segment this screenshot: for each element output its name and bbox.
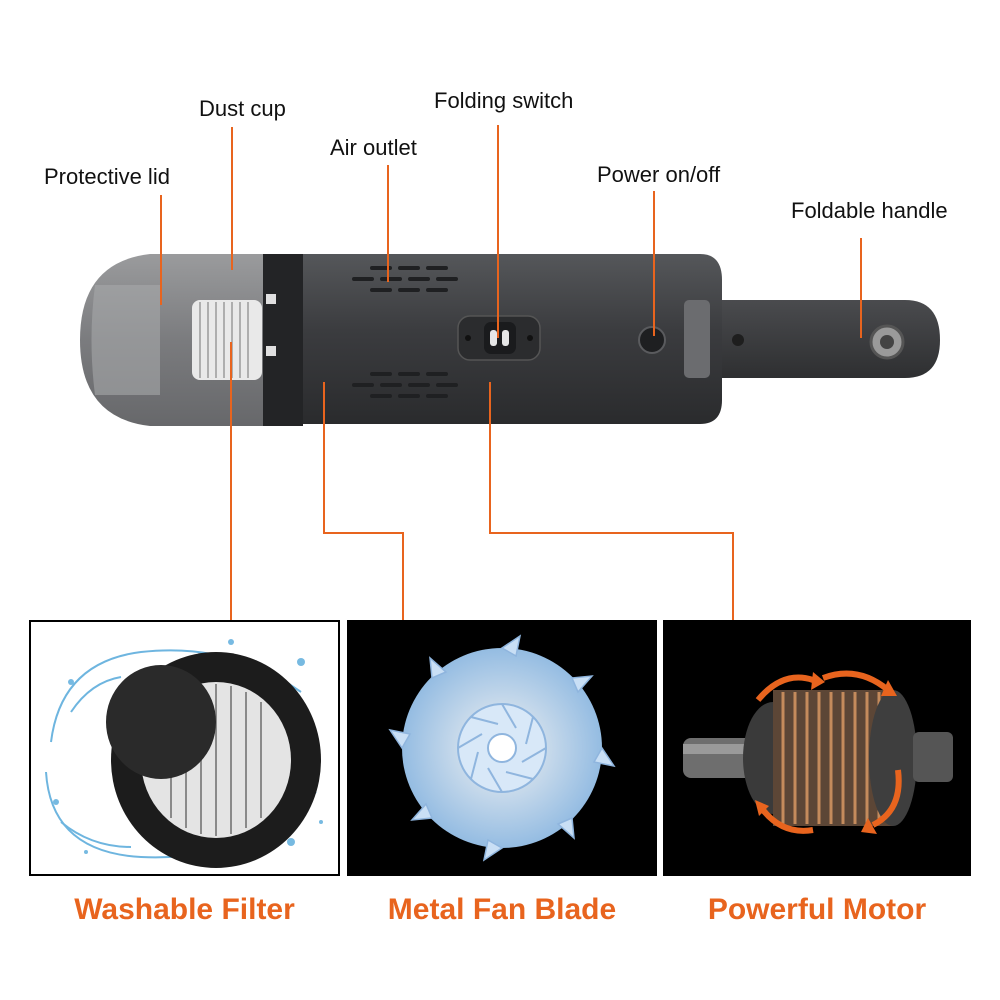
caption-powerful-motor: Powerful Motor bbox=[707, 893, 927, 926]
vacuum-illustration bbox=[80, 254, 940, 426]
motor-icon bbox=[683, 670, 953, 834]
label-dust-cup: Dust cup bbox=[199, 96, 286, 121]
caption-washable-filter: Washable Filter bbox=[74, 893, 295, 926]
label-protective-lid: Protective lid bbox=[44, 164, 170, 189]
panel-washable-filter bbox=[29, 620, 340, 876]
fan-blade-icon bbox=[388, 634, 616, 862]
label-foldable-handle: Foldable handle bbox=[791, 198, 948, 223]
panel-powerful-motor bbox=[663, 620, 971, 876]
label-air-outlet: Air outlet bbox=[330, 135, 417, 160]
power-button bbox=[638, 326, 666, 354]
label-power-on-off: Power on/off bbox=[597, 162, 721, 187]
label-folding-switch: Folding switch bbox=[434, 88, 574, 113]
filter-icon bbox=[45, 639, 323, 868]
main-body bbox=[295, 254, 722, 424]
caption-metal-fan-blade: Metal Fan Blade bbox=[387, 893, 617, 926]
filter-cartridge bbox=[192, 300, 262, 380]
panel-metal-fan-blade bbox=[347, 620, 657, 876]
dust-cup bbox=[80, 254, 303, 426]
